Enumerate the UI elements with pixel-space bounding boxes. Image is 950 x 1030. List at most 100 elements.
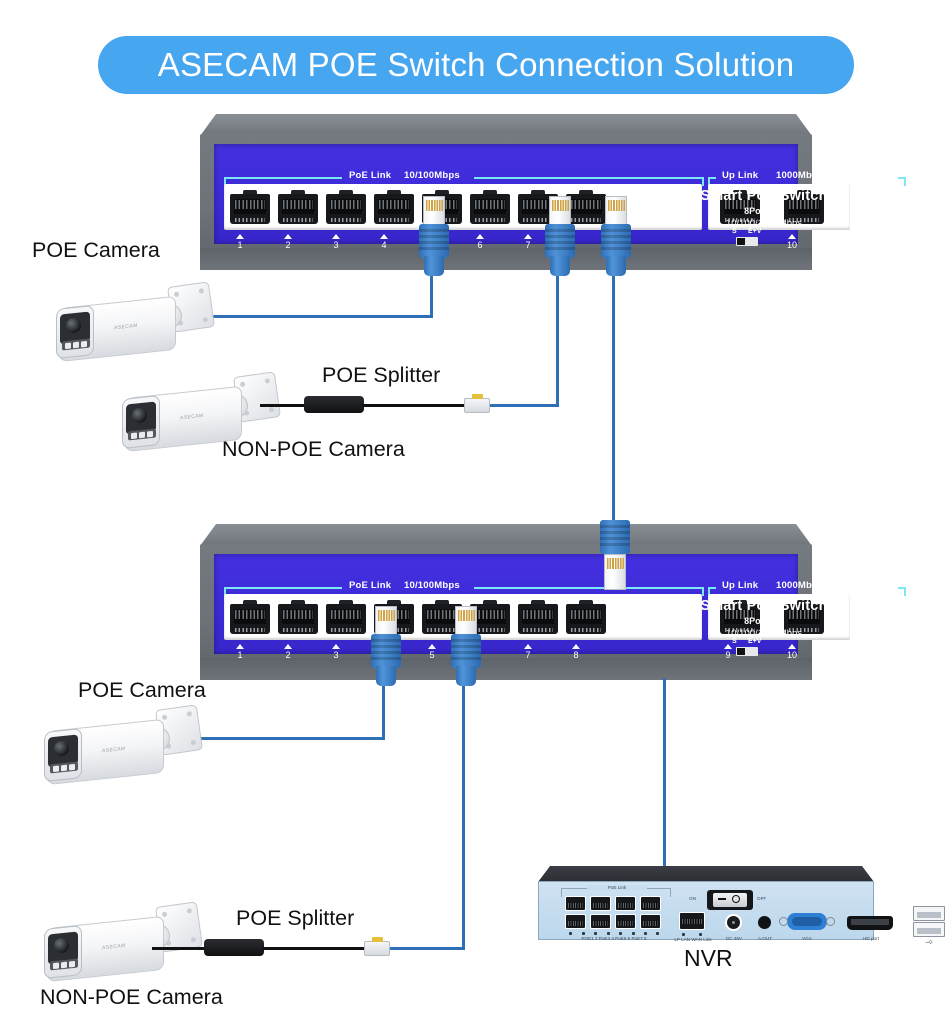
plug-strain-relief [606,256,626,276]
nvr-chassis-top [538,866,874,882]
splitter-tail [362,404,470,407]
cable-plug-bottom-port9[interactable] [600,520,630,590]
top-poe-splitter[interactable] [304,394,494,416]
rj45-port-1[interactable] [230,600,270,634]
plug-tip [423,196,445,226]
nvr-poe-port-7[interactable] [640,896,661,911]
plug-strain-relief [456,666,476,686]
cable-bottom-splitter-vertical [462,686,465,950]
rj45-port-10[interactable] [784,190,824,224]
page-title: ASECAM POE Switch Connection Solution [157,46,795,83]
bottom-poe-camera-label: POE Camera [78,678,206,702]
rj45-port-8[interactable] [566,600,606,634]
poe-link-bracket [224,580,704,596]
plug-boot [600,520,630,554]
nvr-poe-port-4[interactable] [590,914,611,929]
plug-tip [605,196,627,226]
mode-dip-switch[interactable]: S E+V [732,228,778,248]
plug-boot [601,224,631,258]
uplink-port-group[interactable] [708,184,850,230]
plug-tip [604,554,626,590]
nvr-vga-port[interactable] [787,913,827,930]
splitter-body [204,939,264,956]
rj45-port-9[interactable] [720,600,760,634]
top-poe-switch[interactable]: PoE Link 10/100Mbps Up Link 1000Mbps [200,114,906,270]
nvr-audio-out-jack[interactable] [758,916,771,929]
camera-lens [54,938,69,953]
nvr-poe-port-3[interactable] [590,896,611,911]
uplink-label: Up Link [722,170,759,181]
dip-label-right: E+V [748,228,762,235]
nvr-poe-port-5[interactable] [615,896,636,911]
rj45-port-2[interactable] [278,190,318,224]
port-arrow-7 [524,234,532,239]
switch-model: 8PoE+2G [744,616,784,626]
plug-tip [375,606,397,636]
rj45-port-5[interactable] [422,600,462,634]
dip-slider[interactable] [736,647,758,656]
dip-slider[interactable] [736,237,758,246]
nvr-rear-panel: PoE Link POE1 2 PoE3 4 PoE5 6 PoE7 8 LP … [538,881,945,946]
rj45-port-10[interactable] [784,600,824,634]
usb-icon: ⎯⚬ [925,939,933,946]
dip-label-left: S [732,228,737,235]
bottom-nonpoe-camera[interactable]: ASECAM [44,900,206,990]
nvr-hdmi-port[interactable] [847,916,893,930]
poe-link-speed: 10/100Mbps [404,580,460,591]
nvr-usb-port-top[interactable] [913,906,945,921]
nvr-dc-label: DC 48V [725,936,743,941]
camera-lens [54,741,69,756]
rj45-port-4[interactable] [374,190,414,224]
uplink-speed: 1000Mbps [776,580,824,591]
port-arrow-6 [476,234,484,239]
port-number-6: 6 [477,240,483,250]
nvr-label: NVR [684,945,733,971]
rj45-port-1[interactable] [230,190,270,224]
bottom-poe-splitter[interactable] [204,937,394,959]
cable-top-cam1-vertical [430,276,433,318]
rj45-port-2[interactable] [278,600,318,634]
nvr-poe-port-1[interactable] [565,896,586,911]
rj45-port-7[interactable] [518,600,558,634]
nvr-usb-port-bottom[interactable] [913,922,945,937]
rj45-port-3[interactable] [326,190,366,224]
switch-chassis-top [200,524,812,546]
bottom-splitter-label: POE Splitter [236,906,355,930]
poe-link-bracket [224,170,704,186]
plug-strain-relief [424,256,444,276]
switch-model: 8PoE+2G [744,206,784,216]
rj45-port-9[interactable] [720,190,760,224]
nvr-power-off-label: OFF [757,896,767,901]
nvr-audio-out-label: A.OUT [757,936,773,941]
top-nonpoe-camera[interactable]: ASECAM [122,370,284,460]
rj45-port-8[interactable] [566,190,606,224]
nvr-hdmi-label: HD port [863,936,879,941]
nvr-device[interactable]: PoE Link POE1 2 PoE3 4 PoE5 6 PoE7 8 LP … [538,866,945,946]
nvr-poe-port-2[interactable] [565,914,586,929]
port-arrow-3 [332,234,340,239]
page-title-banner: ASECAM POE Switch Connection Solution [98,36,854,94]
nvr-lan-port[interactable] [679,912,705,930]
top-poe-camera[interactable]: ASECAM [56,280,218,370]
nvr-poe-port-8[interactable] [640,914,661,929]
poe-port-group[interactable] [224,184,702,230]
nvr-power-switch[interactable] [707,890,753,910]
nvr-poe-port-6[interactable] [615,914,636,929]
poe-port-group[interactable] [224,594,702,640]
mode-dip-switch[interactable]: S E+V [732,638,778,658]
uplink-bracket [708,580,906,596]
cable-nvr-uplink [663,678,666,868]
uplink-port-group[interactable] [708,594,850,640]
uplink-bracket [708,170,906,186]
bottom-poe-switch[interactable]: PoE Link 10/100Mbps Up Link 1000Mbps [200,524,906,680]
rj45-port-6[interactable] [470,190,510,224]
splitter-dc-tip [472,394,483,399]
nvr-poe-link-label: PoE Link [587,885,647,890]
bottom-poe-camera[interactable]: ASECAM [44,703,206,793]
nvr-dc-jack[interactable] [725,914,742,931]
nvr-vga-screw-left [779,917,788,926]
rj45-port-3[interactable] [326,600,366,634]
camera-lens [66,318,81,333]
port-number-2: 2 [285,240,291,250]
nvr-lan-label: LP LAN WAN Link [674,937,712,942]
